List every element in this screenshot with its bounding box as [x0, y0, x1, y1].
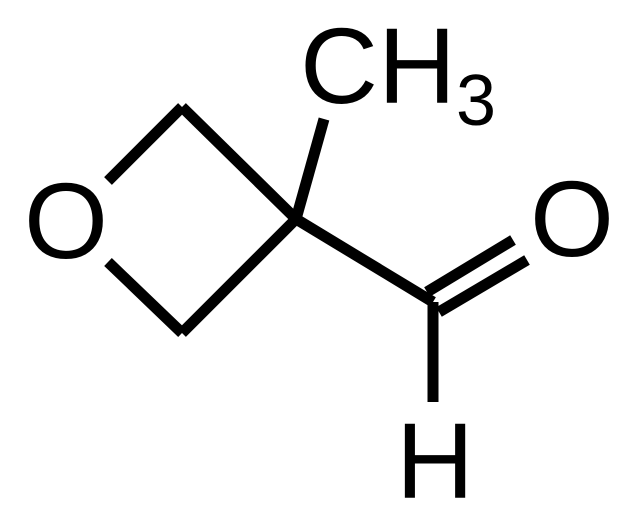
- double-bond-carbonyl-line-1: [424, 235, 516, 297]
- bond-upper-ring-carbon-to-quaternary-carbon: [178, 103, 300, 223]
- carbonyl-oxygen-label: O: [530, 158, 614, 279]
- bond-lower-ring-carbon-to-oxygen: [104, 258, 186, 337]
- ring-oxygen-label: O: [24, 160, 108, 281]
- double-bond-carbonyl-line-2: [436, 255, 530, 317]
- bond-quaternary-carbon-to-methyl: [290, 117, 330, 221]
- bond-oxygen-to-upper-ring-carbon: [104, 103, 186, 185]
- methyl-group-label: CH: [300, 5, 456, 126]
- bond-quaternary-carbon-to-lower-ring-carbon: [178, 215, 300, 337]
- methyl-subscript-label: 3: [456, 61, 496, 141]
- bond-quaternary-carbon-to-aldehyde-carbon: [293, 214, 436, 307]
- aldehyde-hydrogen-label: H: [396, 400, 474, 521]
